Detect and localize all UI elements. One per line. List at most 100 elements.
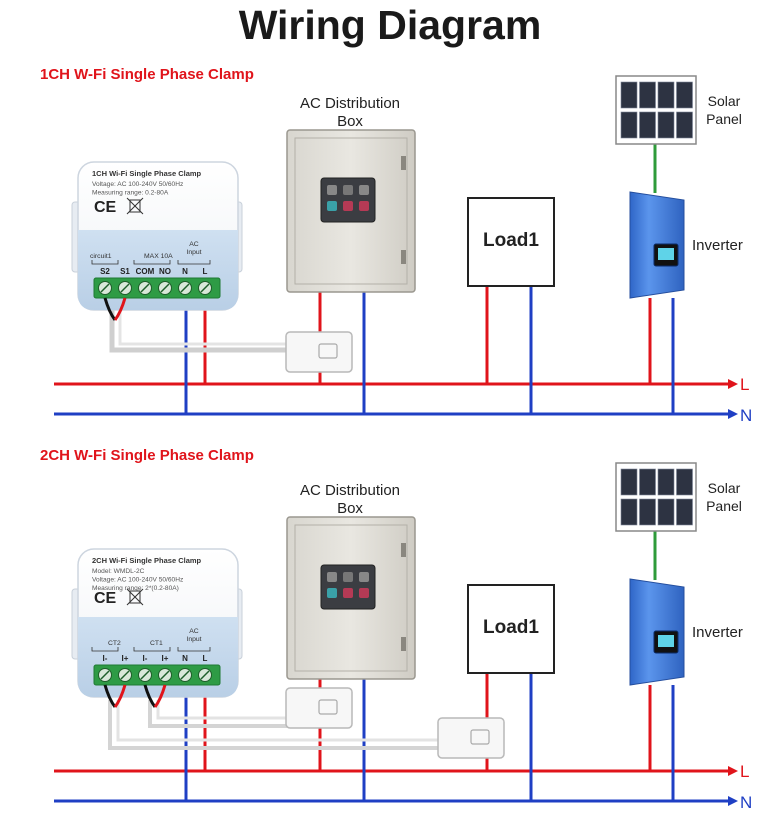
- breaker-indicator: [359, 185, 369, 195]
- inverter-label: Inverter: [692, 237, 743, 254]
- current-clamp-1-jaw: [318, 699, 338, 715]
- line-n-arrow: [728, 409, 738, 419]
- device-ac-label: AC: [189, 628, 199, 635]
- load-label: Load1: [483, 230, 539, 251]
- terminal-label: L: [203, 267, 208, 276]
- device-name: 2CH Wi-Fi Single Phase Clamp: [92, 556, 202, 565]
- screw-slot: [120, 670, 130, 680]
- device-bracket: [177, 260, 211, 265]
- terminal-label: I-: [103, 654, 108, 663]
- terminal-label: I+: [122, 654, 129, 663]
- device-group-label: circuit1: [90, 253, 112, 260]
- screw-slot: [160, 670, 170, 680]
- lead-black: [103, 297, 117, 321]
- breaker-indicator: [343, 572, 353, 582]
- terminal-label: COM: [136, 267, 155, 276]
- breaker-indicator: [359, 588, 369, 598]
- solar-cell: [657, 468, 675, 496]
- box-hinge: [401, 156, 406, 170]
- distribution-box-label: Box: [337, 113, 363, 130]
- line-n-label: N: [740, 406, 752, 425]
- breaker-indicator: [327, 572, 337, 582]
- solar-cell: [620, 81, 638, 109]
- box-door: [294, 524, 408, 672]
- solar-cell: [620, 468, 638, 496]
- device-bracket: [91, 647, 119, 652]
- solar-cell: [676, 498, 693, 526]
- weee-bin-icon: [129, 590, 141, 604]
- breaker-indicator: [327, 588, 337, 598]
- box-hinge: [401, 543, 406, 557]
- inverter-display: [658, 248, 674, 260]
- line-l-label: L: [740, 762, 749, 781]
- lead-red: [113, 297, 127, 321]
- section-2-heading: 2CH W-Fi Single Phase Clamp: [40, 447, 254, 464]
- inverter-label: Inverter: [692, 624, 743, 641]
- solar-cell: [639, 81, 656, 109]
- terminal-label: L: [203, 654, 208, 663]
- breaker-indicator: [343, 588, 353, 598]
- terminal-label: S2: [100, 267, 110, 276]
- terminal-label: N: [182, 654, 188, 663]
- solar-cell: [676, 81, 693, 109]
- ct1-cable-2: [156, 700, 292, 720]
- terminal-label: S1: [120, 267, 130, 276]
- breaker-indicator: [327, 185, 337, 195]
- solar-cell: [639, 111, 656, 139]
- screw-slot: [100, 283, 110, 293]
- current-clamp-2-jaw: [470, 729, 490, 745]
- line-n-label: N: [740, 793, 752, 812]
- load-label: Load1: [483, 617, 539, 638]
- device-group-label: MAX 10A: [144, 253, 173, 260]
- screw-slot: [200, 670, 210, 680]
- terminal-label: NO: [159, 267, 171, 276]
- ct-cable-1: [109, 310, 290, 353]
- line-l-label: L: [740, 375, 749, 394]
- breaker-indicator: [327, 201, 337, 211]
- solar-cell: [639, 468, 656, 496]
- device-spec: Measuring range: 0.2-80A: [92, 190, 169, 197]
- device-spec: Voltage: AC 100-240V 50/60Hz: [92, 181, 183, 188]
- solar-panel-label: Panel: [706, 111, 742, 127]
- lead-black: [143, 684, 157, 708]
- breaker-indicator: [359, 201, 369, 211]
- device-spec: Voltage: AC 100-240V 50/60Hz: [92, 577, 183, 584]
- solar-panel-label: Panel: [706, 498, 742, 514]
- screw-slot: [140, 670, 150, 680]
- distribution-box-label: Box: [337, 500, 363, 517]
- screw-slot: [180, 283, 190, 293]
- weee-cross-2: [126, 588, 144, 606]
- ct2-cable-2: [116, 700, 440, 742]
- terminal-label: N: [182, 267, 188, 276]
- screw-slot: [200, 283, 210, 293]
- lead-red: [113, 684, 127, 708]
- device-group-label: CT2: [108, 640, 121, 647]
- solar-cell: [657, 498, 675, 526]
- ct1-cable-1: [148, 700, 292, 728]
- line-l-arrow: [728, 766, 738, 776]
- current-clamp-jaw: [318, 343, 338, 359]
- breaker-indicator: [359, 572, 369, 582]
- device-bracket: [91, 260, 119, 265]
- page-title: Wiring Diagram: [238, 2, 542, 48]
- terminal-label: I-: [143, 654, 148, 663]
- screw-slot: [160, 283, 170, 293]
- device-spec: Measuring range: 2*(0.2-80A): [92, 585, 179, 592]
- box-window: [320, 564, 376, 610]
- load-box: [467, 197, 555, 287]
- breaker-indicator: [343, 201, 353, 211]
- load-box: [467, 584, 555, 674]
- box-hinge: [401, 637, 406, 651]
- box-hinge: [401, 250, 406, 264]
- solar-cell: [657, 111, 675, 139]
- line-n-arrow: [728, 796, 738, 806]
- ce-mark: CE: [94, 590, 117, 607]
- device-ac-label: Input: [186, 636, 201, 643]
- device-name: 1CH Wi-Fi Single Phase Clamp: [92, 169, 202, 178]
- line-l-arrow: [728, 379, 738, 389]
- distribution-box-label: AC Distribution: [300, 95, 400, 112]
- solar-cell: [620, 111, 638, 139]
